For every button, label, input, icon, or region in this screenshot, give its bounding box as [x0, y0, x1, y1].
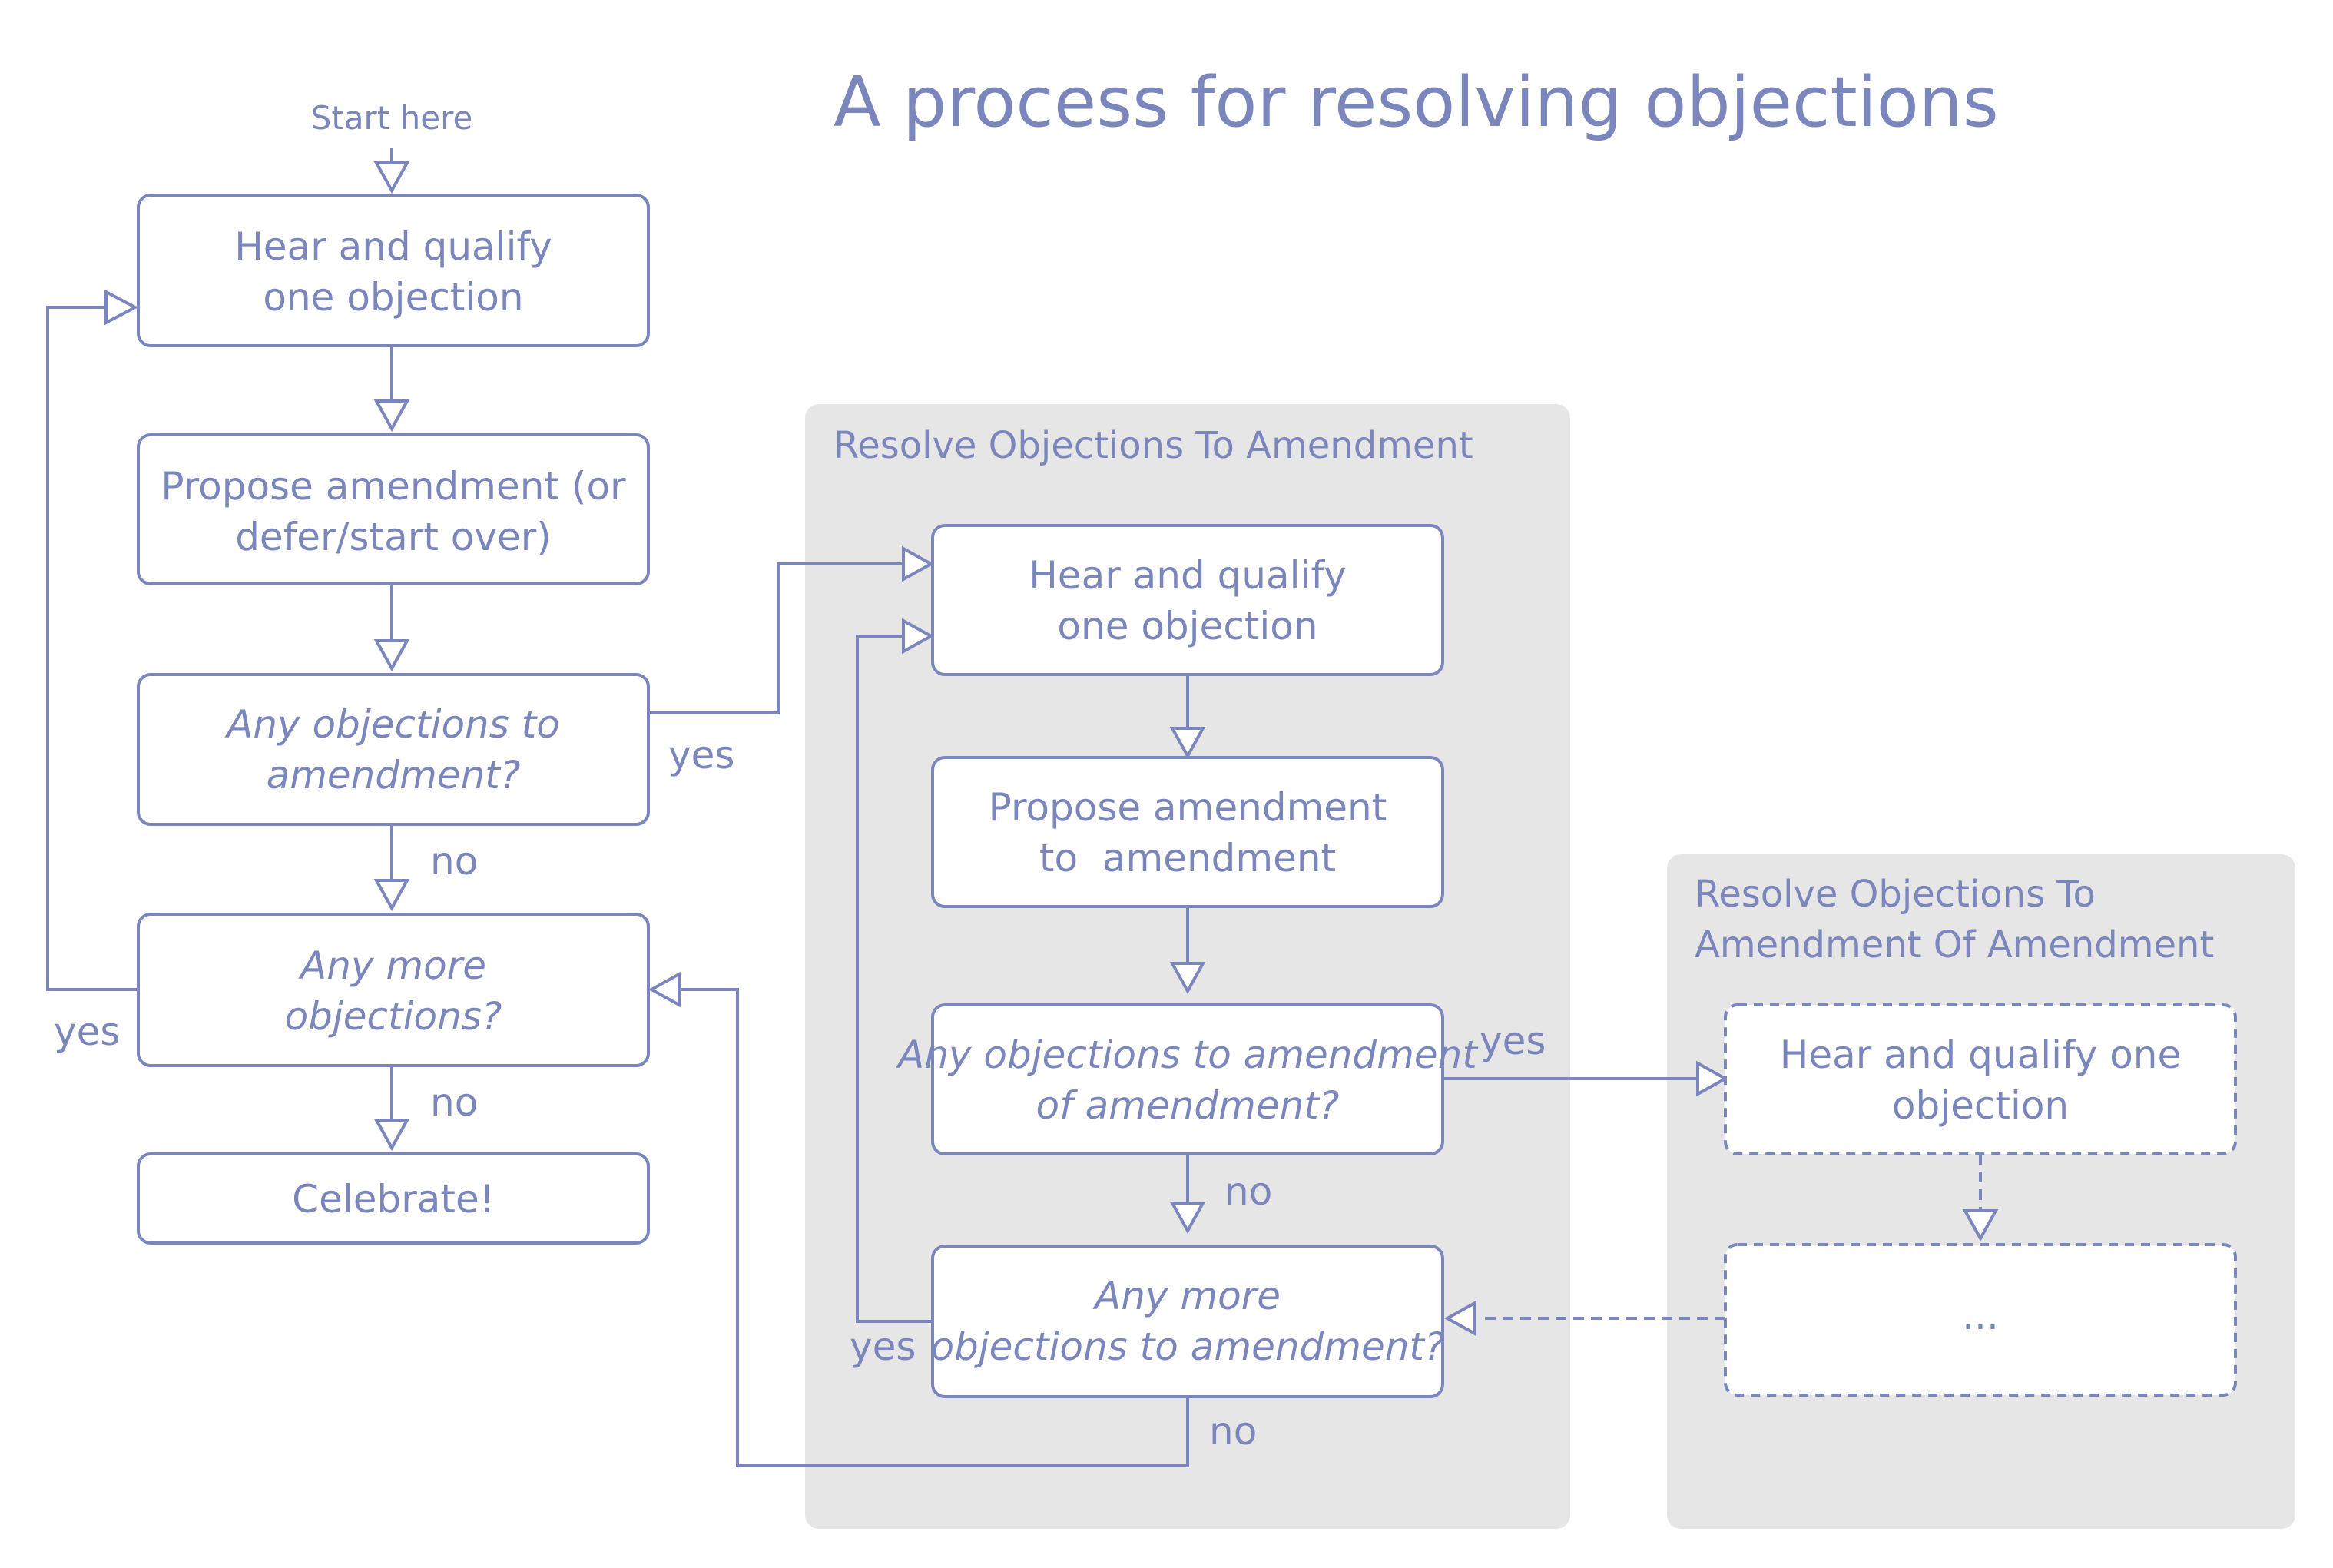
group2-ellipsis-box: ...: [1724, 1243, 2237, 1397]
main-hear-box: Hear and qualify one objection: [137, 194, 650, 347]
arrowhead-to-any: [373, 639, 410, 672]
arrowhead-to-group2: [1696, 1060, 1729, 1097]
group1-anymore-line2: objections to amendment?: [930, 1324, 1444, 1369]
arrowhead-to-celebrate: [373, 1119, 410, 1152]
main-any-more-box: Any more objections?: [137, 913, 650, 1067]
group2-ellipsis-text: ...: [1962, 1294, 1999, 1338]
group1-any-more-box: Any more objections to amendment?: [930, 1245, 1445, 1398]
label-no-main-down: no: [430, 839, 478, 883]
start-label: Start here: [311, 99, 473, 137]
group1-title: Resolve Objections To Amendment: [833, 424, 1473, 467]
group2-hear-line2: objection: [1892, 1083, 2069, 1128]
arrowhead-group2-to-ellipsis: [1962, 1209, 1999, 1242]
group1-any-objections-box: Any objections to amendment of amendment…: [896, 1003, 1479, 1155]
arrowhead-no-return-main: [648, 971, 681, 1008]
group2-hear-line1: Hear and qualify one: [1780, 1033, 2182, 1077]
page-title: A process for resolving objections: [833, 62, 1999, 143]
main-any-line1: Any objections to: [224, 702, 560, 747]
main-propose-box: Propose amendment (or defer/start over): [137, 433, 650, 585]
group1-anymore-line1: Any more: [1092, 1274, 1281, 1318]
connector-yes-loop-main: [46, 306, 138, 991]
arrowhead-group1-to-propose: [1169, 727, 1206, 760]
group1-any-line2: of amendment?: [1036, 1083, 1340, 1128]
arrowhead-yes-loop-main: [104, 289, 139, 326]
main-hear-line2: one objection: [263, 275, 523, 320]
main-anymore-line1: Any more: [298, 943, 486, 988]
group1-propose-box: Propose amendment to amendment: [931, 756, 1444, 908]
main-hear-line1: Hear and qualify: [234, 224, 552, 269]
label-no-group1-return: no: [1209, 1409, 1257, 1454]
group1-propose-line1: Propose amendment: [989, 785, 1387, 830]
arrowhead-group2-return: [1443, 1300, 1476, 1337]
group2-hear-box: Hear and qualify one objection: [1724, 1003, 2237, 1155]
arrowhead-yes-loop-group1: [902, 618, 935, 655]
arrowhead-start: [373, 161, 410, 194]
group1-propose-line2: to amendment: [1039, 836, 1336, 880]
arrowhead-to-anymore: [373, 879, 410, 912]
arrowhead-group1-to-any: [1169, 962, 1206, 995]
connector-no-return-to-main: [678, 988, 1189, 1467]
label-no-to-celebrate: no: [430, 1080, 478, 1125]
label-yes-loop-group1: yes: [850, 1324, 916, 1369]
main-any-line2: amendment?: [267, 753, 521, 797]
main-propose-line2: defer/start over): [235, 515, 552, 559]
group2-title-line2: Amendment Of Amendment: [1695, 923, 2214, 966]
main-celebrate-box: Celebrate!: [137, 1152, 650, 1245]
label-yes-group1-to-group2: yes: [1480, 1019, 1546, 1063]
label-no-group1-down: no: [1224, 1169, 1272, 1214]
group1-hear-line1: Hear and qualify: [1029, 553, 1347, 598]
arrowhead-group1-to-anymore: [1169, 1202, 1206, 1235]
arrowhead-to-propose: [373, 399, 410, 433]
main-celebrate-text: Celebrate!: [292, 1177, 495, 1222]
connector-yes-loop-group1: [856, 635, 933, 1323]
label-yes-main-to-group1: yes: [668, 733, 734, 777]
main-any-objections-box: Any objections to amendment?: [137, 673, 650, 826]
main-anymore-line2: objections?: [285, 994, 502, 1039]
group2-title-line1: Resolve Objections To: [1695, 873, 2096, 916]
connector-yes-to-group1: [648, 562, 908, 714]
arrowhead-to-group1-hear: [902, 545, 935, 582]
group1-hear-box: Hear and qualify one objection: [931, 524, 1444, 676]
group1-hear-line2: one objection: [1057, 604, 1317, 648]
label-yes-loop-main: yes: [54, 1009, 120, 1054]
main-propose-line1: Propose amendment (or: [161, 464, 626, 509]
group1-any-line1: Any objections to amendment: [896, 1033, 1479, 1077]
